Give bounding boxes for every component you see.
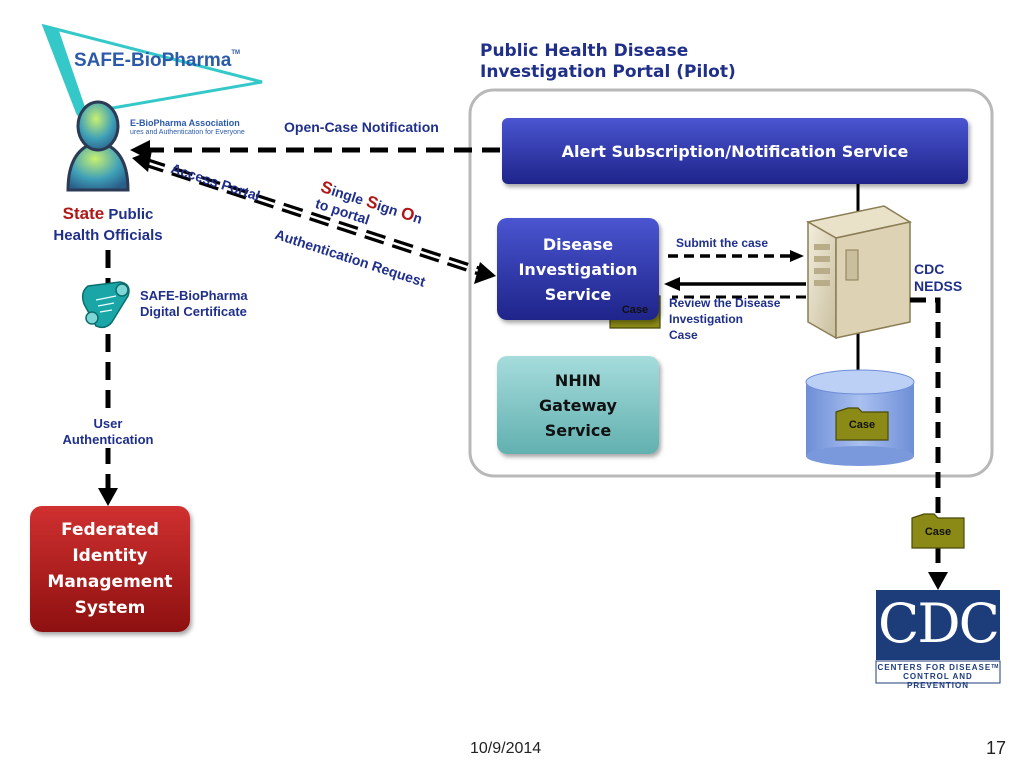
disease-line1: Disease (542, 234, 614, 254)
cdc-nedss-label: CDC NEDSS (914, 261, 962, 295)
logo-assoc-line2: ures and Authentication for Everyone (130, 129, 245, 136)
server-to-cdc-arrow (910, 297, 941, 575)
user-auth-line2: Authentication (62, 432, 154, 447)
nhin-line3: Service (544, 420, 612, 440)
server-icon (805, 205, 912, 340)
cdc-logo-line2: Control and Prevention (903, 672, 973, 690)
nhin-line1: NHIN (554, 370, 602, 390)
portal-title-line2: Investigation Portal (Pilot) (480, 62, 736, 82)
access-portal-arrow (132, 150, 496, 284)
portal-title: Public Health Disease Investigation Port… (480, 41, 736, 83)
cdc-logo-tm: TM (991, 664, 999, 670)
nhin-line2: Gateway (539, 395, 617, 415)
disease-line2: Investigation (518, 259, 638, 279)
person-icon (66, 100, 130, 192)
logo-wordmark: SAFE-BioPharmaTM (74, 50, 240, 72)
review-line3: Case (669, 328, 698, 342)
safe-biopharma-logo (41, 23, 263, 116)
actor-line2: Health Officials (53, 227, 163, 244)
open-case-label: Open-Case Notification (284, 119, 439, 135)
user-auth-label: User Authentication (40, 416, 176, 448)
folder-case-label: Case (924, 526, 952, 538)
logo-tm: TM (231, 50, 240, 56)
cdc-logo-subtitle: Centers for DiseaseTM Control and Preven… (876, 663, 1000, 690)
certificate-scroll-icon (81, 281, 130, 329)
cdc-logo (875, 590, 1001, 684)
folder-icon (835, 407, 889, 441)
page-number: 17 (986, 738, 1007, 758)
cdc-nedss-line2: NEDSS (914, 278, 963, 294)
nhin-gateway-service: NHIN Gateway Service (497, 356, 659, 454)
fims-line2: Identity (72, 546, 148, 566)
actor-public: Public (108, 206, 154, 223)
alert-subscription-service: Alert Subscription/Notification Service (502, 118, 968, 184)
disease-investigation-service: Disease Investigation Service (497, 218, 659, 320)
cdc-logo-line1: Centers for Disease (877, 663, 992, 672)
certificate-line2: Digital Certificate (140, 304, 247, 319)
footer-date: 10/9/2014 (470, 740, 542, 757)
actor-state: State (62, 204, 105, 223)
portal-title-line1: Public Health Disease (480, 41, 689, 61)
cdc-logo-letters: CDC (878, 592, 1000, 655)
logo-association: E-BioPharma Association ures and Authent… (130, 118, 270, 138)
database-icon (805, 369, 915, 466)
fims-line1: Federated (61, 520, 159, 540)
fims-box: Federated Identity Management System (30, 506, 190, 632)
review-line2: Investigation (669, 312, 744, 326)
fims-line4: System (74, 598, 146, 618)
folder-case-label: Case (848, 419, 876, 431)
submit-case-label: Submit the case (676, 236, 769, 250)
alert-service-label: Alert Subscription/Notification Service (561, 141, 909, 161)
actor-label: State Public Health Officials (30, 203, 186, 246)
certificate-label: SAFE-BioPharma Digital Certificate (140, 288, 248, 320)
portal-frame (468, 88, 994, 478)
disease-line3: Service (544, 284, 612, 304)
cdc-nedss-line1: CDC (914, 261, 945, 277)
user-auth-line1: User (93, 416, 123, 431)
review-line1: Review the Disease (669, 296, 781, 310)
folder-case-label: Case (621, 304, 649, 316)
logo-assoc-line1: E-BioPharma Association (130, 118, 240, 128)
certificate-line1: SAFE-BioPharma (140, 288, 248, 303)
logo-name: SAFE-BioPharma (74, 50, 232, 71)
review-case-label: Review the Disease Investigation Case (669, 295, 780, 343)
folder-icon (911, 513, 965, 549)
fims-line3: Management (47, 572, 173, 592)
